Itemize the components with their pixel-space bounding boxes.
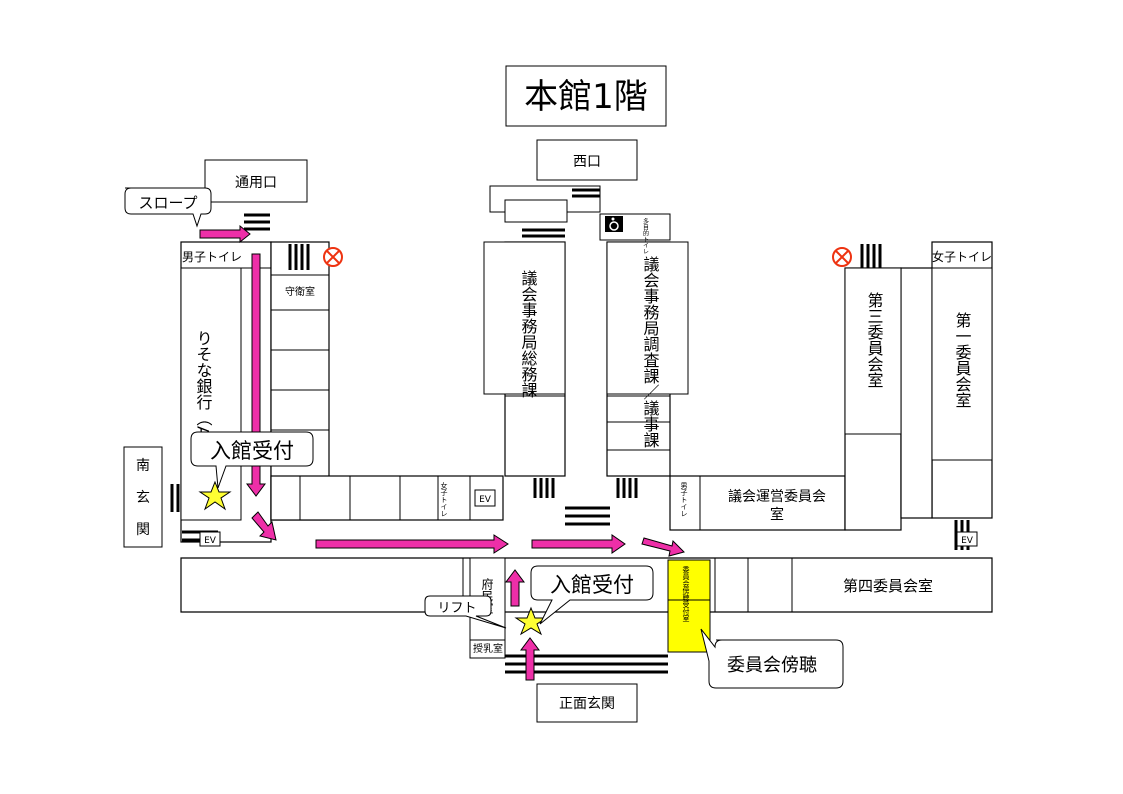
svg-text:リフト: リフト xyxy=(437,601,476,616)
arrow-icon xyxy=(531,534,626,554)
svg-text:通用口: 通用口 xyxy=(235,175,277,191)
svg-text:入館受付: 入館受付 xyxy=(210,439,294,463)
accessible-toilet-label: 多目的トイレ xyxy=(642,217,649,254)
main-entrance-label: 正面玄関 xyxy=(536,683,638,723)
secretariat-research-label: 議会事務局調査課／議事課 xyxy=(641,256,660,448)
south-entrance-label: 南 玄 関 xyxy=(123,446,163,548)
reception-callout-center: 入館受付 xyxy=(530,565,654,625)
no-entry-icon xyxy=(832,247,852,267)
arrow-icon xyxy=(251,511,277,541)
svg-text:スロープ: スロープ xyxy=(138,194,197,212)
womens-toilet-small-label: 女子トイレ xyxy=(440,481,448,517)
committee-4-label: 第四委員会室 xyxy=(843,577,933,595)
svg-text:関: 関 xyxy=(136,522,150,538)
svg-text:委員会傍聴受付室: 委員会傍聴受付室 xyxy=(682,565,690,622)
ev-label: EV xyxy=(479,495,492,505)
star-marker-icon xyxy=(198,480,232,511)
star-marker-icon xyxy=(514,606,548,636)
svg-text:入館受付: 入館受付 xyxy=(550,573,634,597)
no-entry-icon xyxy=(323,247,343,267)
committee-1-label: 第一委員会室 xyxy=(953,312,972,408)
map-title: 本館1階 xyxy=(505,65,667,127)
arrow-icon xyxy=(246,253,266,497)
mens-toilet-label: 男子トイレ xyxy=(182,250,242,264)
route-arrows xyxy=(199,224,685,681)
ev-label-right: EV xyxy=(961,536,974,546)
mens-toilet-small-label: 男子トイレ xyxy=(680,482,688,517)
arrow-icon xyxy=(315,534,509,554)
secretariat-general-label: 議会事務局総務課 xyxy=(519,270,538,398)
svg-text:委員会傍聴: 委員会傍聴 xyxy=(727,655,817,676)
svg-text:玄: 玄 xyxy=(136,489,150,506)
council-ops-label: 議会運営委員会 xyxy=(728,488,826,505)
committee-3-label: 第三委員会室 xyxy=(865,292,884,388)
svg-text:西口: 西口 xyxy=(573,154,601,170)
arrow-icon xyxy=(520,637,540,681)
lift-callout: リフト xyxy=(424,595,507,629)
guard-room-label: 守衛室 xyxy=(285,285,315,298)
svg-text:室: 室 xyxy=(770,506,784,523)
wheelchair-icon xyxy=(605,216,623,232)
ev-label-left: EV xyxy=(204,536,217,546)
arrow-icon xyxy=(641,537,685,557)
service-entrance-label: 通用口 xyxy=(204,159,308,203)
arrow-icon xyxy=(505,569,525,607)
reception-callout-left: 入館受付 xyxy=(190,431,314,489)
west-entrance-label: 西口 xyxy=(536,139,638,181)
nursing-room-label: 授乳室 xyxy=(473,642,503,655)
stairs xyxy=(170,188,970,674)
svg-text:南: 南 xyxy=(136,458,150,474)
committee-hearing-callout: 委員会傍聴 xyxy=(700,628,844,689)
womens-toilet-label: 女子トイレ xyxy=(932,249,992,264)
arrow-icon xyxy=(199,224,251,244)
svg-text:本館1階: 本館1階 xyxy=(524,77,648,117)
svg-text:正面玄関: 正面玄関 xyxy=(559,695,615,712)
slope-callout: スロープ xyxy=(124,187,212,228)
